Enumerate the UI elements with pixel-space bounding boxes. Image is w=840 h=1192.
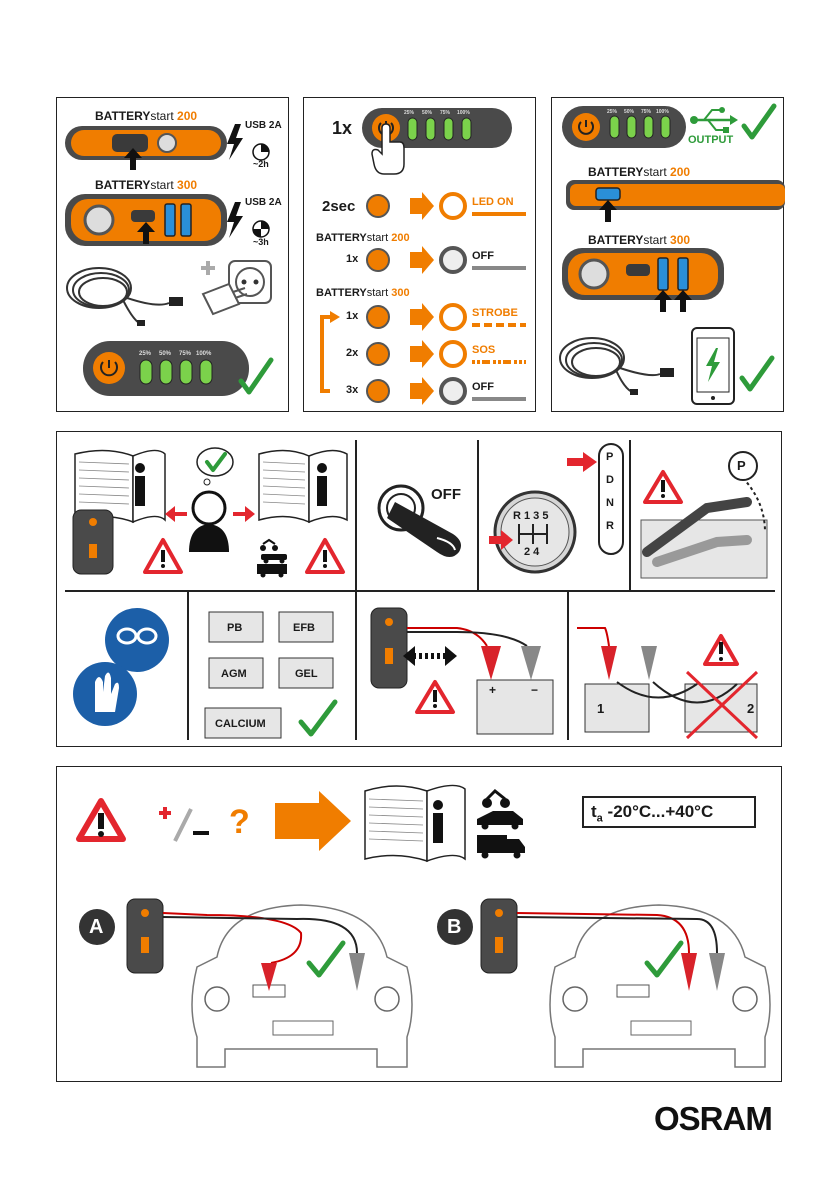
shift-pattern-top: R 1 3 5 xyxy=(513,510,549,522)
led-label-100: 100% xyxy=(656,109,669,115)
row300-2-press: 2x xyxy=(346,347,359,359)
row-300-3 xyxy=(366,377,526,405)
row300-1-state: STROBE xyxy=(472,307,518,319)
led-label-25: 25% xyxy=(404,110,415,116)
temperature-range: ta -20°C...+40°C xyxy=(591,802,714,825)
led-label-25: 25% xyxy=(607,109,618,115)
gear-n: N xyxy=(606,497,614,509)
led-label-25: 25% xyxy=(139,351,152,357)
led-label-75: 75% xyxy=(179,351,192,357)
option-a-label: A xyxy=(89,916,104,938)
press-once-label: 1x xyxy=(332,118,353,138)
gear-p: P xyxy=(606,451,614,463)
model-200-title: BATTERYstart 200 xyxy=(316,232,410,244)
row300-1-press: 1x xyxy=(346,310,359,322)
hold-label: 2sec xyxy=(322,198,356,215)
model-300-title: BATTERYstart 300 xyxy=(588,233,691,247)
model-300-title: BATTERYstart 300 xyxy=(316,287,410,299)
parking-symbol: P xyxy=(737,458,746,473)
charging-illustrations xyxy=(65,124,274,396)
light-modes-illustrations xyxy=(320,108,526,405)
manual-book-icon xyxy=(74,449,166,524)
option-b-label: B xyxy=(447,916,462,938)
safety-illustrations xyxy=(72,443,768,740)
connection-illustrations xyxy=(76,784,771,1068)
row300-3-state: OFF xyxy=(472,381,494,393)
car-b-illustration xyxy=(480,898,771,1068)
light-modes-panel: 1x 25% 50% 75% 100% 2sec LED ON BATTERYs… xyxy=(303,97,536,412)
manual-book-icon xyxy=(364,784,466,863)
led-on-label: LED ON xyxy=(472,196,514,208)
car-a-illustration xyxy=(126,898,413,1068)
terminal-plus: + xyxy=(489,683,497,697)
row200-state: OFF xyxy=(472,250,494,262)
manual-book-icon xyxy=(258,449,348,524)
charge-time-200: ~2h xyxy=(253,159,269,169)
terminal-minus: − xyxy=(531,683,539,697)
row300-2-state: SOS xyxy=(472,344,496,356)
led-label-75: 75% xyxy=(440,110,451,116)
battery-type-gel: GEL xyxy=(295,668,318,680)
row200-press: 1x xyxy=(346,253,359,265)
connection-panel: ? ta -20°C...+40°C A B xyxy=(56,766,782,1082)
led-label-100: 100% xyxy=(457,110,470,116)
ignition-off-label: OFF xyxy=(431,486,461,503)
model-200-title: BATTERYstart 200 xyxy=(95,109,198,123)
output-label: OUTPUT xyxy=(688,134,734,146)
row-300-2 xyxy=(366,340,526,368)
usb-rating-200: USB 2A xyxy=(245,120,282,131)
row-200 xyxy=(366,246,526,274)
led-label-100: 100% xyxy=(196,351,212,357)
polarity-question: ? xyxy=(229,803,250,841)
safety-panel: OFF P D N R R 1 3 5 2 4 P PB EFB AGM GEL… xyxy=(56,431,782,747)
ignition-key-icon xyxy=(377,484,461,557)
battery-type-agm: AGM xyxy=(221,668,247,680)
shift-pattern-bottom: 2 4 xyxy=(524,546,540,558)
gear-d: D xyxy=(606,474,614,486)
model-300-title: BATTERYstart 300 xyxy=(95,178,198,192)
led-label-50: 50% xyxy=(422,110,433,116)
charging-panel: BATTERYstart 200 xyxy=(56,97,289,412)
gear-r: R xyxy=(606,520,614,532)
led-label-75: 75% xyxy=(641,109,652,115)
battery-label-2: 2 xyxy=(747,701,755,716)
battery-types xyxy=(204,611,334,739)
led-label-50: 50% xyxy=(159,351,172,357)
row-hold xyxy=(366,192,526,220)
usb-rating-300: USB 2A xyxy=(245,197,282,208)
usb-output-illustrations xyxy=(559,103,785,405)
model-200-title: BATTERYstart 200 xyxy=(588,165,691,179)
battery-label-1: 1 xyxy=(597,701,605,716)
usb-output-panel: 25% 50% 75% 100% OUTPUT BATTERYstart 200… xyxy=(551,97,785,412)
charge-time-300: ~3h xyxy=(253,237,269,247)
osram-logo: OSRAM xyxy=(654,1100,773,1137)
led-label-50: 50% xyxy=(624,109,635,115)
row-300-1 xyxy=(366,303,526,331)
battery-type-pb: PB xyxy=(227,622,243,634)
battery-type-calcium: CALCIUM xyxy=(215,718,266,730)
row300-3-press: 3x xyxy=(346,384,359,396)
battery-type-efb: EFB xyxy=(293,622,315,634)
